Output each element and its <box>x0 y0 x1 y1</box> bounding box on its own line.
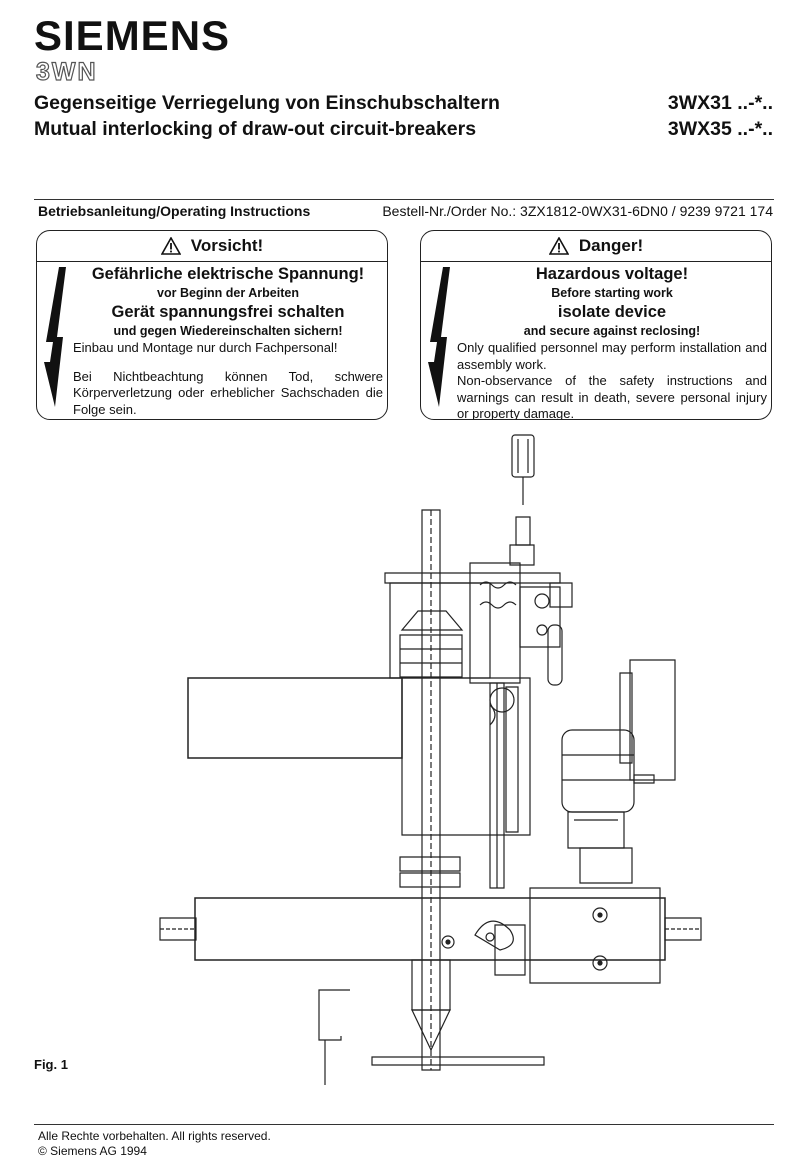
warning-header-english: Danger! <box>421 231 771 262</box>
warning-box-german: Vorsicht! Gefährliche elektrische Spannu… <box>36 230 388 420</box>
warning-header-german: Vorsicht! <box>37 231 387 262</box>
title-english: Mutual interlocking of draw-out circuit-… <box>34 118 477 140</box>
top-divider <box>34 199 774 200</box>
consequence-note-german: Bei Nichtbeachtung können Tod, schwere K… <box>73 368 383 417</box>
figure-label: Fig. 1 <box>34 1057 68 1072</box>
secure-line-german: und gegen Wiedereinschalten sichern! <box>113 324 343 338</box>
lightning-bolt-icon <box>44 267 66 407</box>
hazard-line-german: Gefährliche elektrische Spannung! <box>91 265 365 283</box>
warning-triangle-icon <box>548 237 569 255</box>
isolate-line-german: Gerät spannungsfrei schalten <box>111 303 345 321</box>
order-number: Bestell-Nr./Order No.: 3ZX1812-0WX31-6DN… <box>382 203 773 219</box>
secure-line-english: and secure against reclosing! <box>523 324 701 338</box>
personnel-note-german: Einbau und Montage nur durch Fachpersona… <box>73 340 338 355</box>
siemens-logo: SIEMENS <box>34 12 231 59</box>
isolate-line-english: isolate device <box>557 303 667 321</box>
product-series: 3WN <box>35 57 98 86</box>
consequence-note-english: Non-observance of the safety instruction… <box>457 373 767 420</box>
warning-triangle-icon <box>160 237 181 255</box>
bottom-divider <box>34 1124 774 1125</box>
hazard-line-english: Hazardous voltage! <box>535 265 689 283</box>
interlock-technical-drawing <box>150 425 730 1085</box>
product-code-1: 3WX31 ..-*.. <box>667 92 773 114</box>
before-work-line-english: Before starting work <box>551 286 673 300</box>
lightning-bolt-icon <box>428 267 450 407</box>
rights-reserved: Alle Rechte vorbehalten. All rights rese… <box>38 1129 271 1143</box>
warning-title-english: Danger! <box>578 236 644 255</box>
operating-instructions-label: Betriebsanleitung/Operating Instructions <box>38 203 311 219</box>
title-german: Gegenseitige Verriegelung von Einschubsc… <box>34 92 500 114</box>
personnel-note-english: Only qualified personnel may perform ins… <box>457 340 767 372</box>
before-work-line-german: vor Beginn der Arbeiten <box>157 286 299 300</box>
product-code-2: 3WX35 ..-*.. <box>667 118 773 140</box>
copyright: © Siemens AG 1994 <box>38 1144 147 1158</box>
warning-title-german: Vorsicht! <box>190 236 264 255</box>
warning-box-english: Danger! Hazardous voltage! Before starti… <box>420 230 772 420</box>
